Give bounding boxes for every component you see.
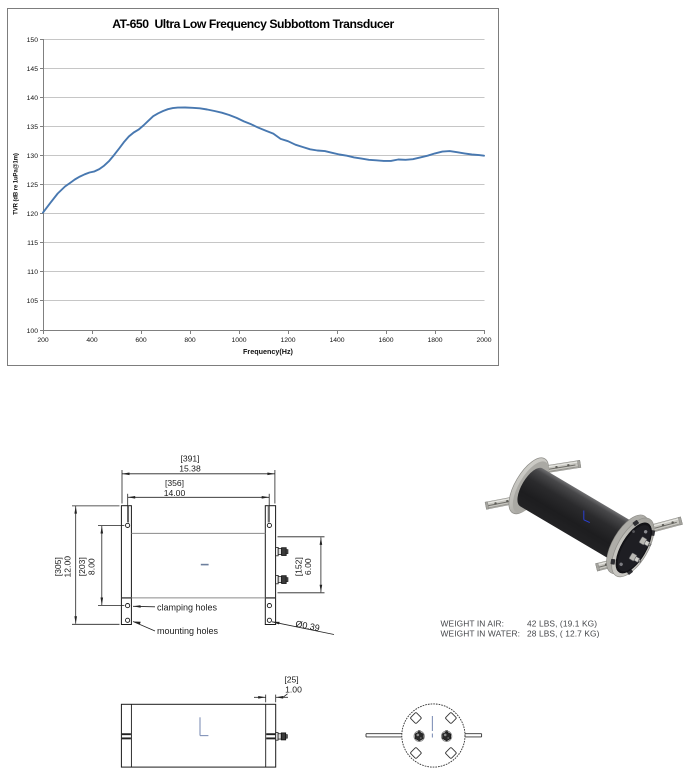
svg-text:15.38: 15.38 [179, 464, 201, 474]
svg-text:[356]: [356] [165, 478, 184, 488]
svg-text:mounting holes: mounting holes [157, 626, 219, 636]
svg-text:12.00: 12.00 [62, 556, 72, 578]
svg-text:145: 145 [27, 66, 39, 73]
svg-text:150: 150 [27, 37, 39, 44]
svg-text:120: 120 [27, 211, 39, 218]
svg-text:600: 600 [135, 337, 147, 344]
svg-text:1400: 1400 [329, 337, 344, 344]
svg-text:[203]: [203] [77, 557, 87, 576]
svg-text:115: 115 [27, 240, 38, 247]
svg-text:200: 200 [37, 337, 49, 344]
svg-text:Frequency(Hz): Frequency(Hz) [243, 347, 294, 356]
svg-text:1600: 1600 [378, 337, 393, 344]
svg-text:WEIGHT IN AIR:: WEIGHT IN AIR: [441, 619, 505, 629]
svg-text:140: 140 [27, 95, 39, 102]
svg-text:125: 125 [27, 182, 39, 189]
svg-text:28 LBS, ( 12.7 KG): 28 LBS, ( 12.7 KG) [527, 629, 600, 639]
svg-text:135: 135 [27, 124, 39, 131]
svg-text:Ø0.39: Ø0.39 [295, 619, 321, 633]
svg-text:400: 400 [86, 337, 98, 344]
svg-text:AT-650 Ultra Low Frequency Su: AT-650 Ultra Low Frequency Subbottom Tra… [112, 17, 394, 31]
svg-text:42 LBS, (19.1 KG): 42 LBS, (19.1 KG) [527, 619, 597, 629]
svg-text:[25]: [25] [284, 675, 298, 685]
svg-text:clamping holes: clamping holes [157, 603, 218, 613]
svg-text:1.00: 1.00 [285, 685, 302, 695]
svg-text:1200: 1200 [280, 337, 295, 344]
svg-text:[152]: [152] [294, 557, 304, 576]
svg-text:800: 800 [184, 337, 196, 344]
svg-text:6.00: 6.00 [303, 558, 313, 575]
svg-text:[391]: [391] [180, 454, 199, 464]
svg-text:8.00: 8.00 [87, 558, 97, 575]
svg-text:[305]: [305] [53, 557, 63, 576]
svg-text:110: 110 [27, 269, 38, 276]
svg-text:130: 130 [27, 153, 39, 160]
svg-text:105: 105 [27, 298, 39, 305]
svg-text:14.00: 14.00 [164, 488, 186, 498]
svg-text:1000: 1000 [231, 337, 246, 344]
svg-text:100: 100 [27, 328, 39, 335]
svg-text:TVR (dB re 1uPa@1m): TVR (dB re 1uPa@1m) [14, 153, 20, 215]
svg-text:WEIGHT IN WATER:: WEIGHT IN WATER: [441, 629, 521, 639]
svg-text:1800: 1800 [427, 337, 442, 344]
svg-text:2000: 2000 [476, 337, 491, 344]
